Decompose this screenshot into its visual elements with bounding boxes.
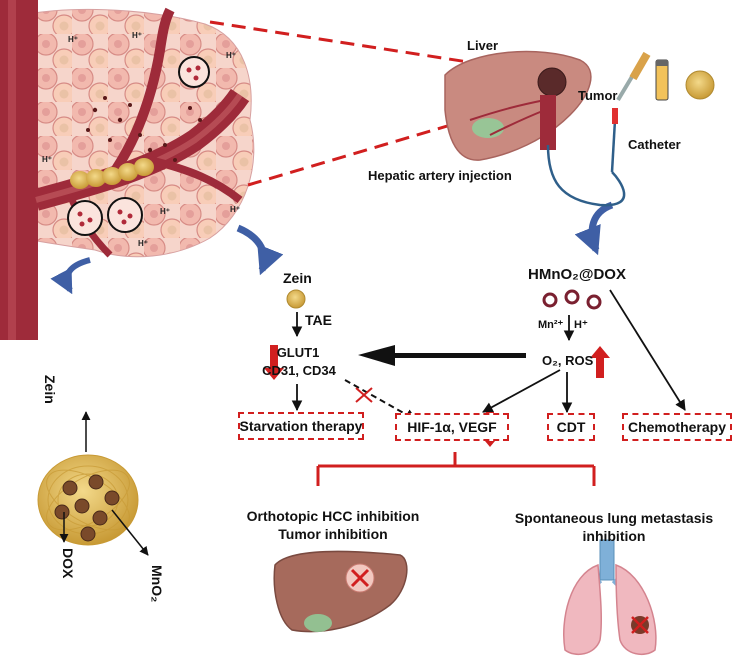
label-liver: Liver (467, 38, 499, 53)
h-plus-marker: H⁺ (132, 31, 142, 40)
hmno2-particles (542, 289, 602, 310)
label-tae: TAE (305, 312, 332, 328)
arrow-to-chemo (609, 289, 686, 411)
h-plus-marker: H⁺ (42, 155, 52, 164)
label-particle-dox: DOX (60, 548, 76, 579)
red-up-arrow-ros (590, 346, 610, 378)
label-mn2: Mn²⁺ (538, 319, 564, 331)
lung-illustration (563, 539, 657, 656)
h-plus-marker: H⁺ (226, 51, 236, 60)
box-starvation-therapy: Starvation therapy (238, 412, 364, 440)
nanoparticle-illustration (37, 411, 149, 556)
h-plus-marker: H⁺ (68, 35, 78, 44)
hcc-liver-illustration (273, 550, 408, 633)
label-particle-zein: Zein (42, 375, 58, 404)
arrow-to-hif (482, 369, 561, 413)
label-catheter: Catheter (628, 137, 681, 152)
zein-embolus (70, 158, 154, 189)
h-plus-marker: H⁺ (138, 239, 148, 248)
label-particle-mno2: MnO₂ (149, 565, 165, 603)
h-plus-marker: H⁺ (160, 207, 170, 216)
inhibition-cross-b (355, 387, 373, 403)
label-o2-ros: O₂, ROS (542, 353, 594, 368)
box-hif-vegf: HIF-1α, VEGF (395, 413, 509, 441)
magnify-circle-2 (67, 200, 103, 236)
blue-arrow-to-zein (236, 224, 284, 276)
outcome-bracket (316, 452, 596, 486)
label-hcc-inhibition: Orthotopic HCC inhibition (246, 508, 420, 524)
label-h-plus: H⁺ (574, 319, 588, 331)
h-plus-marker: H⁺ (230, 205, 240, 214)
arrow-dashed-to-hif (344, 379, 418, 421)
zein-sphere-small (286, 289, 306, 309)
label-tumor-inhibition: Tumor inhibition (278, 526, 388, 542)
drug-dots (86, 96, 202, 162)
label-cd31-cd34: CD31, CD34 (262, 363, 336, 378)
liver-illustration (444, 50, 626, 207)
blue-arrow-to-particle (50, 257, 91, 295)
blue-arrow-to-hmno2 (574, 201, 614, 256)
tumor-tissue-illustration: H⁺ H⁺ H⁺ H⁺ H⁺ H⁺ H⁺ (0, 0, 255, 340)
big-black-arrow (358, 345, 526, 366)
box-cdt: CDT (547, 413, 595, 441)
magnify-circle-1 (178, 56, 210, 88)
magnify-circle-3 (107, 197, 143, 233)
label-hmno2-dox: HMnO₂@DOX (528, 266, 626, 283)
box-chemotherapy: Chemotherapy (622, 413, 732, 441)
label-lung-inhibition: inhibition (582, 528, 646, 544)
label-glut1: GLUT1 (276, 345, 320, 360)
label-lung-metastasis: Spontaneous lung metastasis (514, 510, 714, 526)
label-zein: Zein (283, 270, 312, 286)
red-down-arrow-glut (264, 345, 284, 380)
label-hepatic-injection: Hepatic artery injection (368, 168, 512, 183)
label-tumor: Tumor (578, 88, 618, 103)
catheter-syringe (610, 51, 715, 173)
